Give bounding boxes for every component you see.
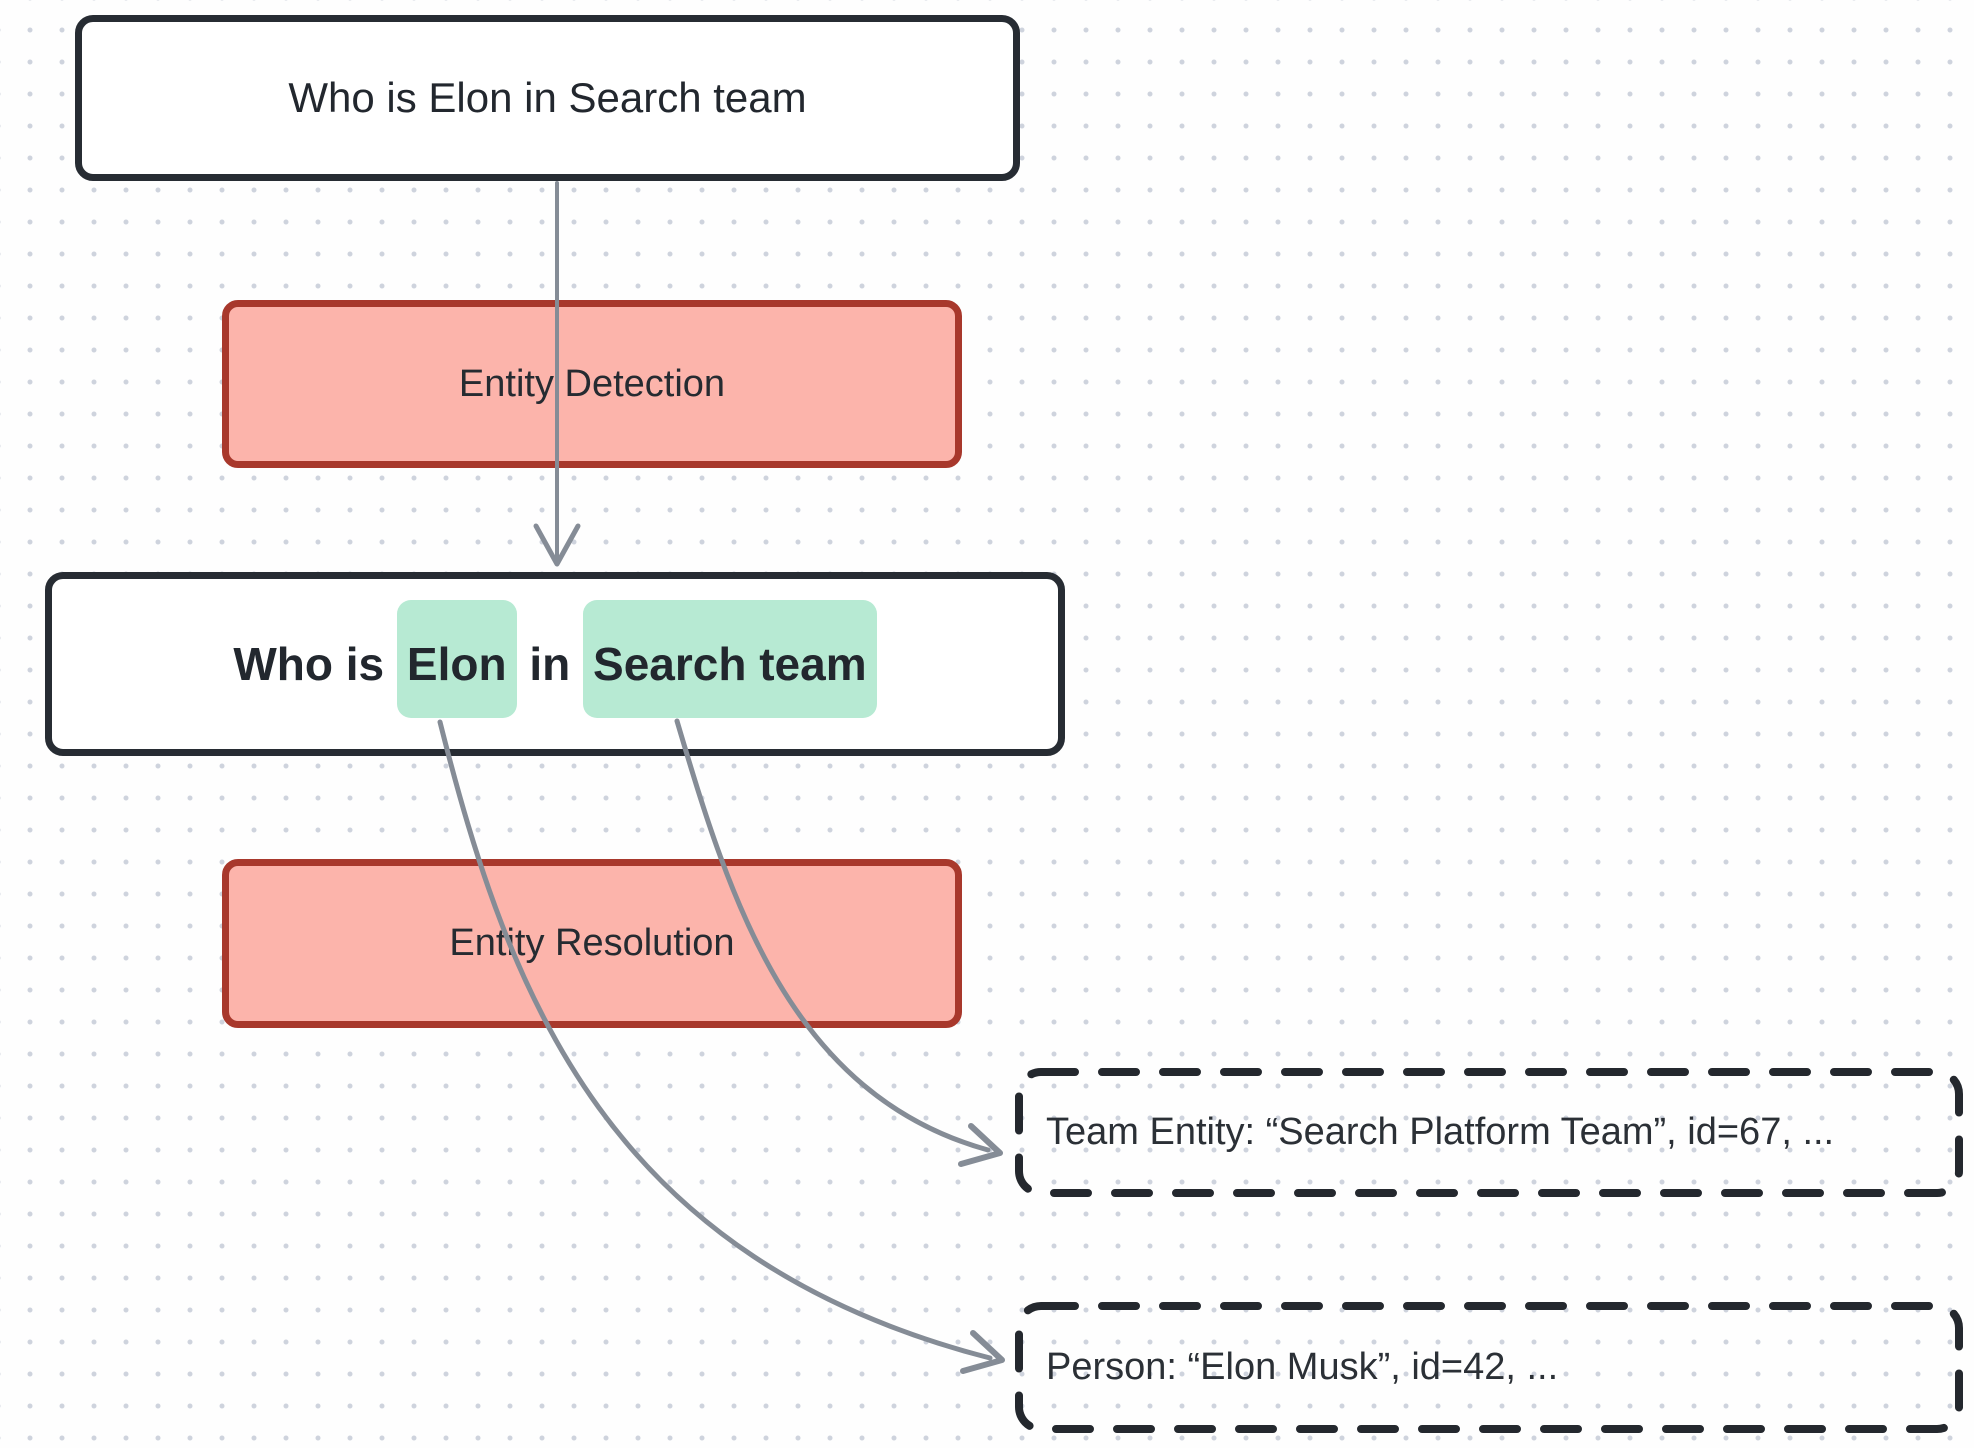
node-annotated-query: Who is Elon in Search team (45, 572, 1065, 756)
annotated-query-prefix: Who is (233, 638, 397, 690)
entity-resolution-label: Entity Resolution (449, 922, 735, 964)
entity-highlight-person: Elon (396, 600, 517, 718)
person-result-text: Person: “Elon Musk”, id=42, ... (1046, 1346, 1559, 1388)
entity-detection-label: Entity Detection (458, 362, 726, 405)
node-user-query: Who is Elon in Search team (75, 15, 1020, 181)
node-team-entity-result: Team Entity: “Search Platform Team”, id=… (1014, 1067, 1964, 1198)
entity-highlight-team: Search team (583, 600, 877, 718)
annotated-query-text: Who is Elon in Search team (233, 600, 877, 718)
node-person-result: Person: “Elon Musk”, id=42, ... (1014, 1301, 1964, 1434)
node-entity-resolution: Entity Resolution (222, 859, 962, 1028)
link-arrow-person-icon (437, 719, 1005, 1374)
dashed-border (1015, 1302, 1963, 1433)
team-entity-result-text: Team Entity: “Search Platform Team”, id=… (1046, 1111, 1835, 1153)
user-query-text: Who is Elon in Search team (288, 74, 807, 121)
annotated-query-middle: in (516, 638, 584, 690)
node-entity-detection: Entity Detection (222, 300, 962, 468)
dashed-border (1015, 1068, 1963, 1197)
